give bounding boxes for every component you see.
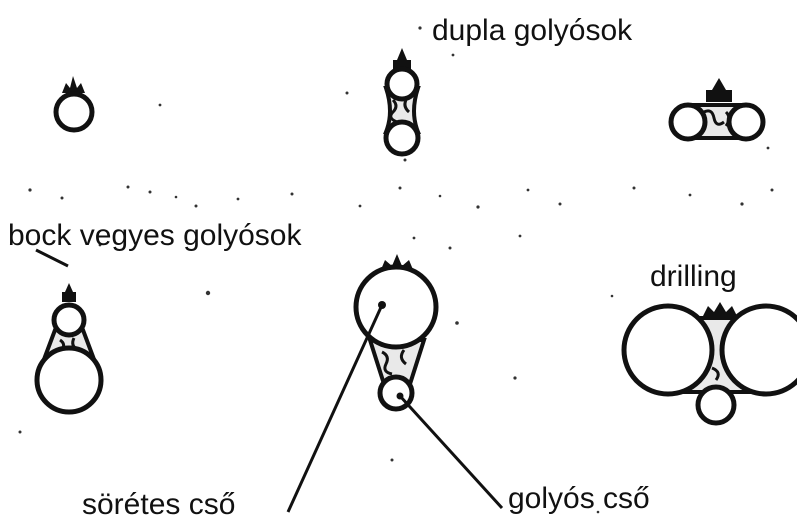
scan-speckles (18, 26, 774, 514)
drilling-label: drilling (650, 260, 737, 293)
drilling-figure (621, 302, 797, 426)
soretes-cso-label: sörétes cső (82, 488, 235, 521)
golyos-cso-leader-line (398, 394, 504, 510)
bock-label-tick (35, 248, 69, 268)
dupla-golyosok-label: dupla golyósok (432, 14, 633, 47)
soretes-cso-leader-line (286, 304, 384, 513)
bock-rifle-over-shotgun-figure (34, 283, 104, 415)
bock-shotgun-over-rifle-figure (353, 254, 439, 412)
stacked-double-rifle-figure (383, 48, 421, 157)
side-by-side-double-rifle-figure (668, 78, 766, 142)
bock-vegyes-golyosok-label: bock vegyes golyósok (8, 219, 302, 252)
single-barrel-figure (53, 76, 95, 133)
golyos-cso-label: golyós cső (508, 482, 650, 515)
leader-lines (35, 248, 504, 513)
